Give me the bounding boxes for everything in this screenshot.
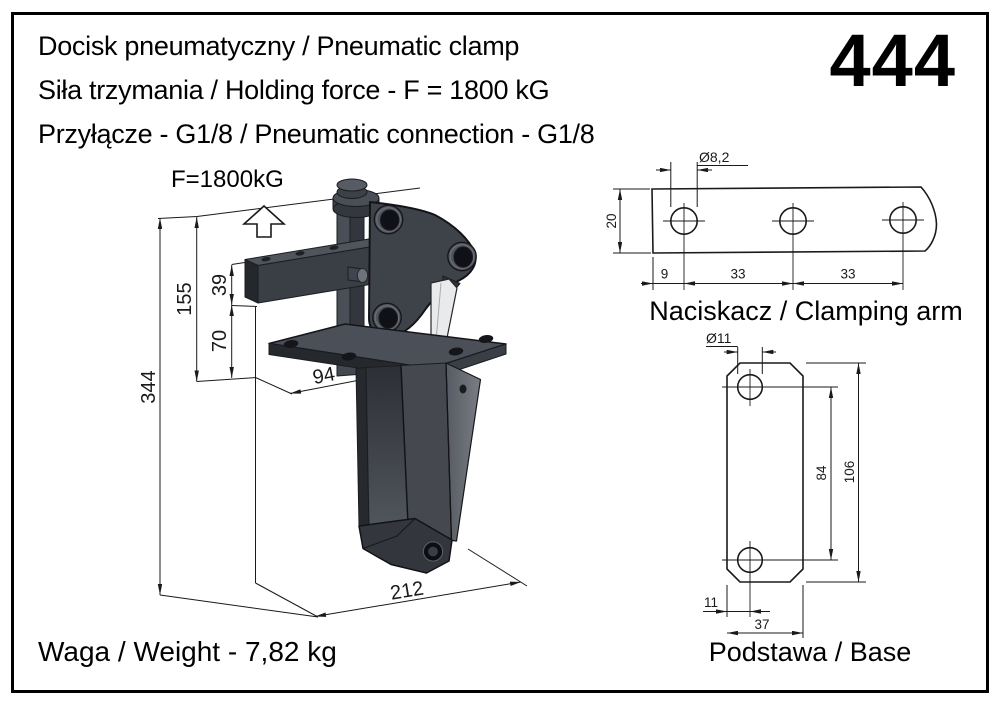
page-border	[11, 12, 989, 693]
dim-base-hole-offset: 11	[704, 595, 718, 610]
header-line-holding-force: Siła trzymania / Holding force - F = 180…	[38, 75, 550, 105]
arm-view-drawing	[613, 162, 938, 290]
main-view-dimension-texts: 344 155 39 70 94 212	[138, 274, 425, 605]
base-outline	[726, 362, 804, 583]
arm-dim-lines	[613, 162, 903, 290]
product-number: 444	[829, 19, 956, 102]
dim-base-width: 37	[754, 617, 769, 632]
dim-base-hole-pitch: 84	[814, 465, 829, 481]
force-label: F=1800kG	[171, 166, 284, 193]
dim-base-width: 212	[389, 577, 426, 604]
base-view-drawing	[703, 346, 866, 638]
clamping-arm-caption: Naciskacz / Clamping arm	[649, 296, 963, 326]
base-view-dimension-texts: Ø11 84 106 11 37	[704, 330, 857, 632]
cylinder-rod-highlight	[430, 278, 458, 344]
flange-bolt-holes	[283, 335, 494, 361]
base-centerlines	[722, 369, 838, 617]
dim-arm-width: 20	[604, 213, 619, 228]
dim-upper-height: 155	[174, 282, 196, 315]
force-up-arrow-icon	[241, 204, 287, 238]
base-caption: Podstawa / Base	[708, 637, 912, 667]
pivot-bosses	[372, 204, 477, 333]
dim-arm-hole-pitch-2: 33	[840, 267, 855, 282]
dim-base-length: 106	[842, 461, 857, 484]
dim-arm-hole-pitch-1: 33	[730, 267, 745, 282]
arm-centerlines	[663, 202, 924, 290]
arm-outline	[651, 186, 938, 254]
dim-arm-hole-diameter: Ø8,2	[699, 149, 730, 165]
arm-top-holes	[261, 245, 339, 262]
dim-total-height: 344	[138, 370, 160, 403]
dim-arm-thickness: 39	[209, 274, 231, 296]
dim-base-depth: 94	[311, 363, 337, 389]
clamp-3d-drawing	[244, 178, 507, 574]
base-dim-lines	[703, 346, 866, 638]
dim-arm-to-base: 70	[209, 330, 231, 352]
arm-view-dimension-texts: Ø8,2 20 9 33 33	[604, 149, 856, 282]
header-line-product: Docisk pneumatyczny / Pneumatic clamp	[38, 31, 520, 61]
weight-label: Waga / Weight - 7,82 kg	[38, 636, 337, 667]
header-line-connection: Przyłącze - G1/8 / Pneumatic connection …	[38, 119, 595, 149]
dim-arm-hole-offset: 9	[661, 267, 669, 282]
dim-base-hole-diameter: Ø11	[706, 330, 732, 346]
